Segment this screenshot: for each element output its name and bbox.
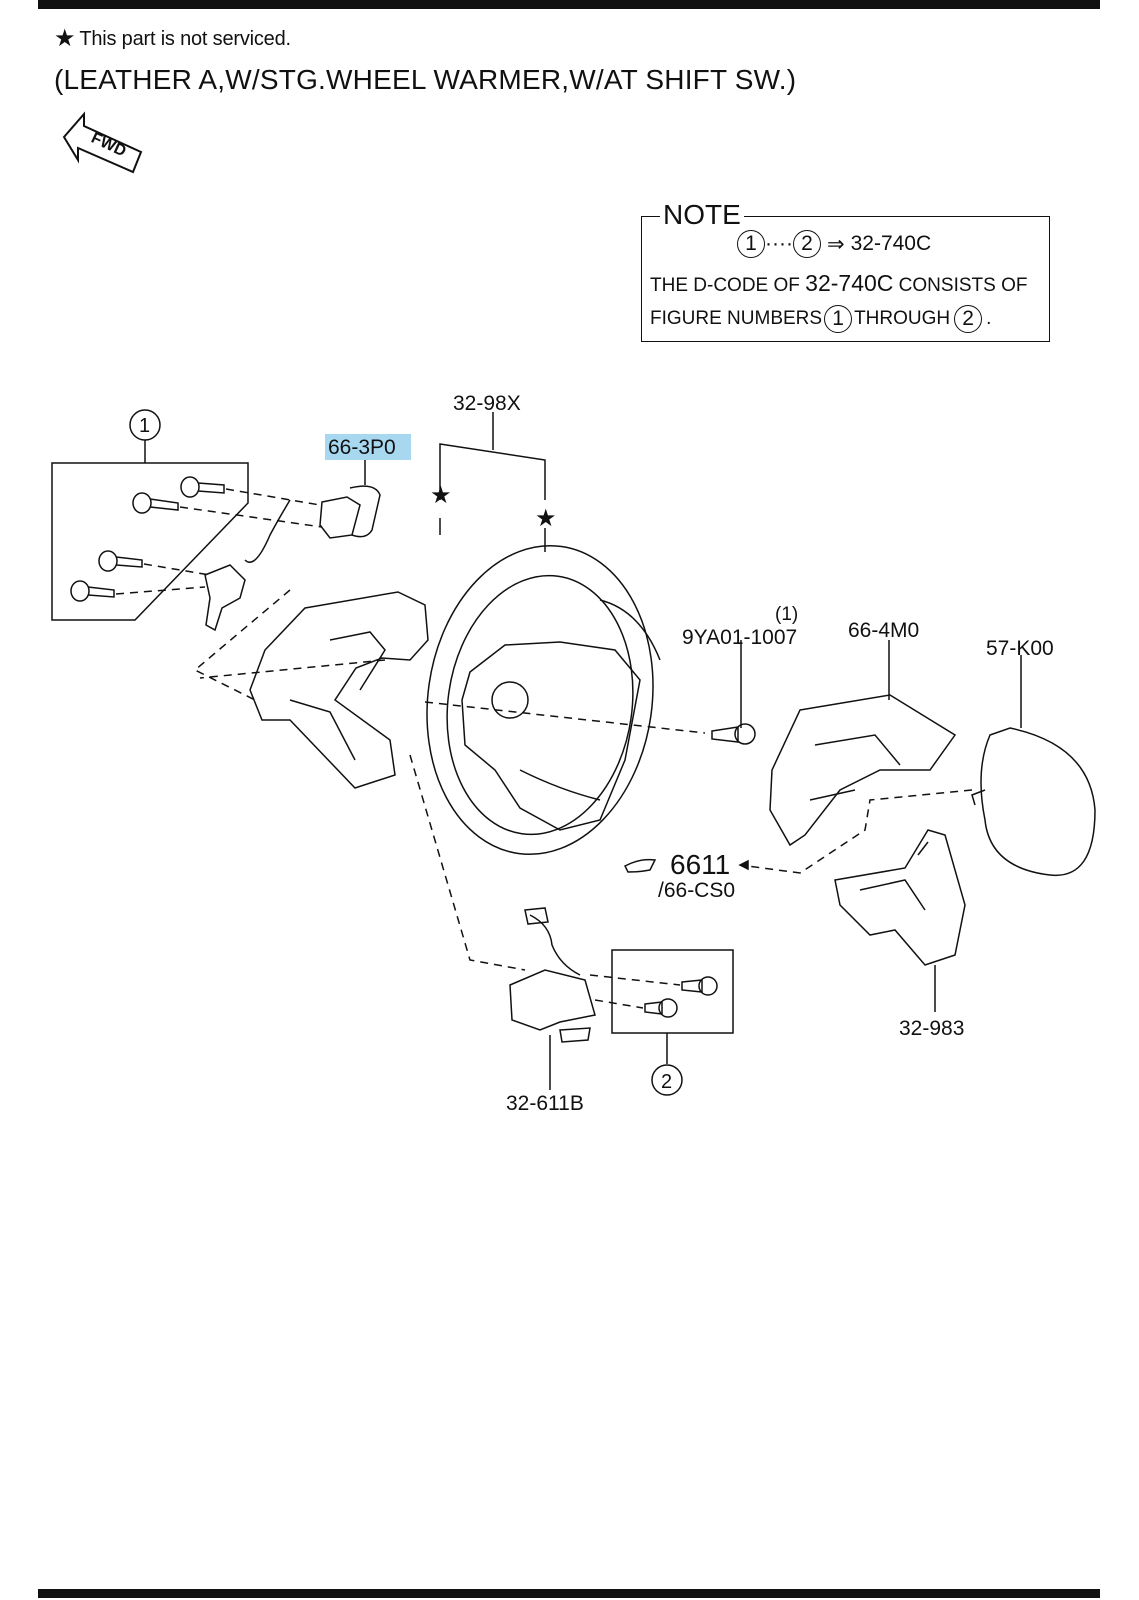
arrow-head-icon	[738, 859, 749, 871]
group-1-bracket	[51, 409, 249, 621]
group-1-number: 1	[139, 415, 150, 437]
star-icon: ★	[54, 25, 76, 52]
bolt-icon	[711, 640, 756, 745]
bottom-border-bar	[38, 1589, 1100, 1598]
bolt-icon	[644, 976, 718, 1018]
group-1-circle	[129, 409, 161, 441]
not-serviced-notice: ★This part is not serviced.	[54, 24, 291, 53]
note-text-c: FIGURE NUMBERS	[650, 308, 823, 329]
airbag-module-part	[971, 655, 1096, 877]
top-border-bar	[38, 0, 1100, 9]
steering-wheel-part	[426, 544, 661, 856]
switch-panel-part	[769, 640, 957, 847]
arrow-icon: ⇒	[826, 232, 845, 256]
note-box	[641, 216, 1050, 342]
group-2-number: 2	[661, 1071, 672, 1093]
note-text-d: THROUGH	[854, 308, 951, 329]
label-9YA01-qty: (1)	[775, 604, 798, 625]
note-dcode-line: THE D-CODE OF 32-740C CONSISTS OF	[650, 270, 1027, 297]
label-66-3P0[interactable]: 66-3P0	[328, 436, 396, 459]
leader-dashed	[589, 974, 681, 1009]
diagram-title: (LEATHER A,W/STG.WHEEL WARMER,W/AT SHIFT…	[54, 64, 797, 95]
label-66-CS0[interactable]: /66-CS0	[658, 879, 735, 902]
note-text-a: THE D-CODE OF	[650, 275, 806, 296]
group-2-circle	[651, 1064, 683, 1096]
label-66-4M0[interactable]: 66-4M0	[848, 619, 919, 642]
label-32-983[interactable]: 32-983	[899, 1017, 964, 1040]
clock-spring-part	[509, 907, 596, 1090]
lower-cover-part	[249, 591, 429, 789]
lower-bezel-part	[834, 829, 966, 1012]
fwd-arrow-icon: FWD	[62, 111, 143, 174]
note-text-b: CONSISTS OF	[893, 275, 1028, 296]
range-dots: ····	[765, 232, 793, 255]
group-32-98x-bracket	[439, 412, 546, 552]
notice-text: This part is not serviced.	[79, 28, 291, 50]
bolt-icon	[70, 476, 225, 602]
label-57-K00[interactable]: 57-K00	[986, 637, 1054, 660]
circled-number-2: 2	[954, 305, 983, 333]
label-9YA01-1007[interactable]: 9YA01-1007	[682, 626, 797, 649]
note-text-end: .	[986, 308, 992, 329]
leader-dashed	[409, 754, 973, 971]
note-figure-line: FIGURE NUMBERS 1 THROUGH 2 .	[650, 305, 991, 333]
label-6611[interactable]: 6611	[670, 849, 730, 880]
group-2-bracket	[611, 949, 734, 1096]
note-dcode-inline: 32-740C	[805, 270, 894, 296]
circled-number-1: 1	[737, 230, 765, 258]
label-32-611B[interactable]: 32-611B	[506, 1092, 584, 1115]
circled-number-1: 1	[824, 305, 853, 333]
note-heading: NOTE	[660, 199, 744, 231]
circled-number-2: 2	[792, 230, 821, 258]
label-32-98X[interactable]: 32-98X	[453, 392, 521, 415]
pointing-hand-icon	[624, 858, 657, 873]
leader-dashed	[115, 488, 386, 701]
note-range-line: 1 ···· 2 ⇒ 32-740C	[737, 230, 931, 258]
star-icon: ★	[430, 482, 452, 509]
leader-dashed	[424, 701, 706, 734]
highlight-box	[325, 434, 411, 460]
paddle-switch-part	[204, 485, 381, 632]
star-icon: ★	[535, 505, 557, 532]
note-dcode: 32-740C	[850, 232, 932, 255]
